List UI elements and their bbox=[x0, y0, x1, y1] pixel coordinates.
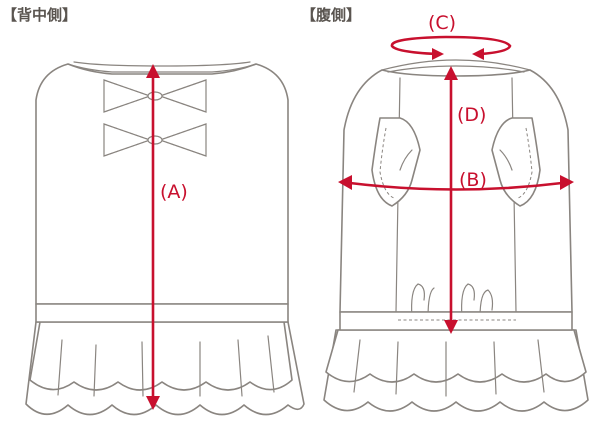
measure-a-label: (A) bbox=[160, 181, 188, 203]
back-bow-top bbox=[103, 79, 207, 113]
measure-b-arrow bbox=[338, 175, 574, 191]
measure-a-arrow bbox=[146, 64, 160, 410]
back-view: (A) bbox=[25, 61, 305, 416]
back-waistband bbox=[35, 303, 289, 323]
measure-c-label: (C) bbox=[428, 12, 456, 34]
measure-d-arrow bbox=[444, 66, 458, 334]
back-ruffle-upper bbox=[29, 321, 293, 391]
measure-b-label: (B) bbox=[459, 169, 487, 191]
measure-d-label: (D) bbox=[457, 104, 486, 126]
belly-ruffle-upper bbox=[325, 329, 587, 383]
measure-c-arrow bbox=[390, 35, 512, 60]
belly-side-heading: 【腹側】 bbox=[301, 6, 362, 24]
belly-view: (C) (D) (B) bbox=[323, 12, 589, 412]
belly-body bbox=[339, 69, 573, 313]
back-side-heading: 【背中側】 bbox=[2, 6, 78, 24]
back-bow-bottom bbox=[103, 123, 207, 157]
